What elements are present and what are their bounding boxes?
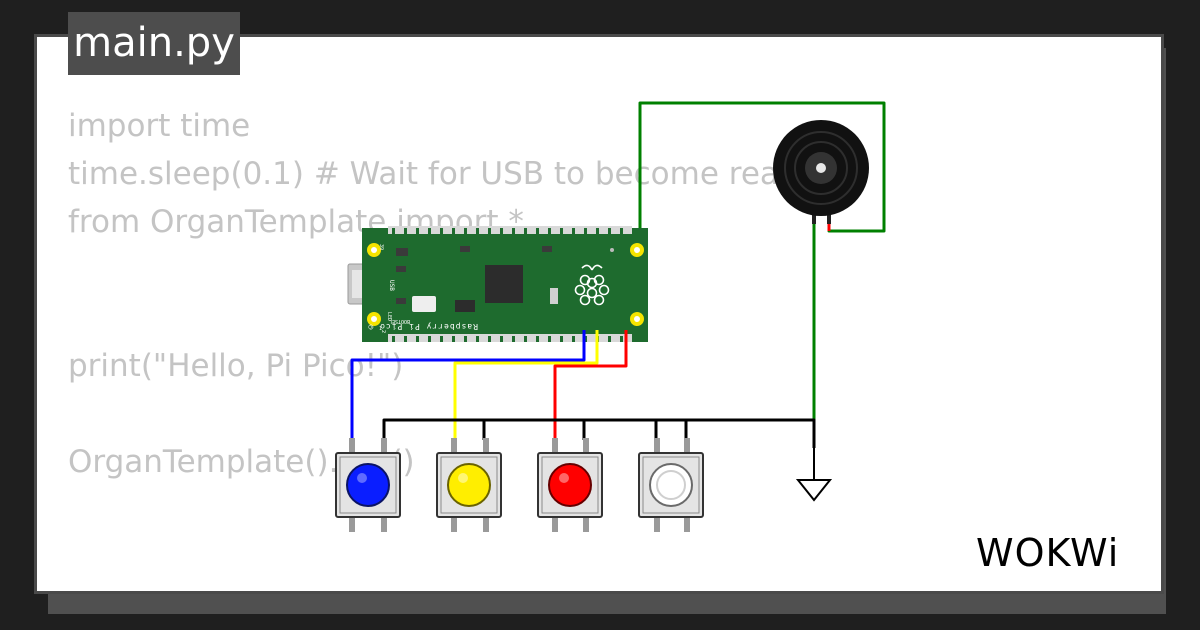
wokwi-logo: WOKWi <box>976 531 1119 575</box>
code-line: print("Hello, Pi Pico!") <box>68 348 404 384</box>
pushbutton-yellow[interactable] <box>436 438 502 532</box>
code-line: time.sleep(0.1) # Wait for USB to become… <box>68 156 817 192</box>
top-pin-header <box>388 226 632 234</box>
button-cap-blue[interactable] <box>346 463 390 507</box>
pi-pico-board[interactable]: Raspberry Pi Pico © 2020 BOOTSEL USB LED… <box>338 226 648 342</box>
file-tab-main-py[interactable]: main.py <box>68 12 240 75</box>
rp2040-chip <box>485 265 523 303</box>
wire-blue[interactable] <box>350 330 586 440</box>
bootsel-label: BOOTSEL <box>389 318 410 324</box>
pin-2-label: 2 <box>380 330 386 333</box>
bootsel-button[interactable] <box>412 296 436 312</box>
pushbutton-blue[interactable] <box>335 438 401 532</box>
pushbutton-white[interactable] <box>638 438 704 532</box>
led-label: LED <box>386 312 392 321</box>
board-silkscreen-brand: Raspberry Pi Pico © 2020 <box>338 322 478 331</box>
pin-1-label: 1 <box>379 326 382 332</box>
wokwi-logo-text: WOKWi <box>976 531 1119 575</box>
button-cap-yellow[interactable] <box>447 463 491 507</box>
code-line: from OrganTemplate import * <box>68 204 524 240</box>
bottom-pin-header <box>388 334 632 342</box>
mounting-holes <box>367 243 644 326</box>
ground-symbol-icon <box>795 448 833 502</box>
code-preview: import time time.sleep(0.1) # Wait for US… <box>68 102 817 486</box>
wire-yellow[interactable] <box>453 330 599 440</box>
wire-red[interactable] <box>553 330 628 440</box>
raspberry-logo-icon <box>574 264 610 306</box>
code-line: import time <box>68 108 251 144</box>
button-cap-red[interactable] <box>548 463 592 507</box>
pin-39-label: 39 <box>378 244 384 250</box>
buzzer[interactable] <box>773 120 869 224</box>
pushbutton-red[interactable] <box>537 438 603 532</box>
wire-black-ground-bus[interactable] <box>382 418 816 448</box>
wires <box>350 101 886 448</box>
usb-label: USB <box>388 280 395 291</box>
buzzer-center-icon <box>816 163 826 173</box>
